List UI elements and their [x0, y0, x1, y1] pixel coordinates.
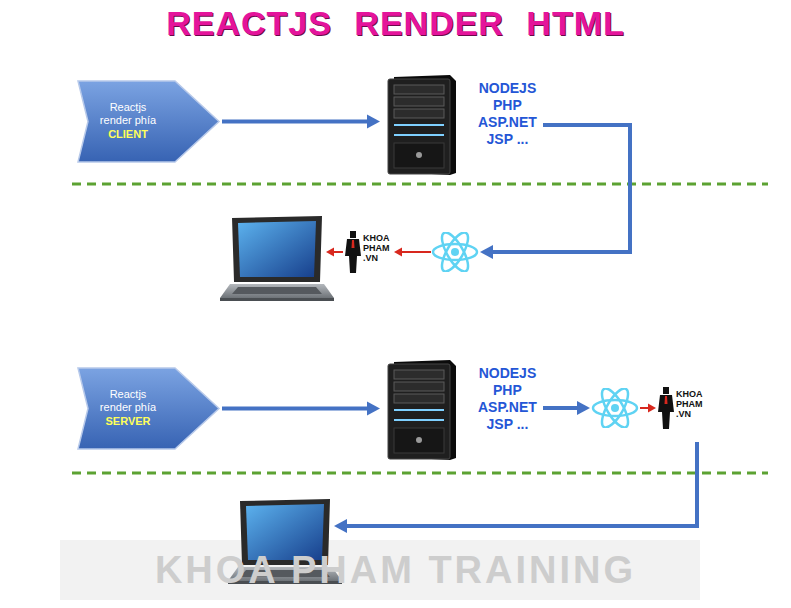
- brand-figure-body: [658, 387, 674, 429]
- arrow-keyword: CLIENT: [95, 127, 161, 142]
- tech-list-text: NODEJS PHP ASP.NET JSP ...: [478, 365, 537, 433]
- tech-list-text: NODEJS PHP ASP.NET JSP ...: [478, 80, 537, 148]
- brand-figure: [345, 231, 361, 273]
- status-light: [394, 409, 444, 411]
- brand-figure-body: [345, 231, 361, 273]
- red-arrow-line: [400, 251, 431, 253]
- delivery-arrow-head: [334, 519, 347, 533]
- server-vent: [394, 428, 444, 453]
- drive-bay: [394, 394, 444, 403]
- drive-bay: [394, 85, 444, 94]
- power-button: [416, 152, 422, 158]
- flow-connector: [222, 402, 380, 416]
- power-button: [416, 437, 422, 443]
- red-arrow-head: [326, 248, 334, 257]
- status-light: [394, 134, 444, 136]
- drive-bay: [394, 109, 444, 118]
- flow-connector: [543, 401, 590, 415]
- brand-text: KHOA PHAM .VN: [363, 233, 390, 263]
- connector-line: [222, 120, 370, 124]
- react-logo: [590, 388, 640, 428]
- arrow-caption: Reactjs render phía: [95, 388, 161, 414]
- server-front: [388, 79, 450, 174]
- status-light: [394, 419, 444, 421]
- render-side-arrow: Reactjs render phíaCLIENT: [75, 78, 222, 165]
- drive-bay: [394, 382, 444, 391]
- arrow-head: [480, 245, 493, 259]
- tech-list: NODEJS PHP ASP.NET JSP ...: [478, 365, 537, 433]
- server-box: NODEJS PHP ASP.NET JSP ...: [380, 360, 543, 460]
- brand-figure: [658, 387, 674, 429]
- render-side-arrow: Reactjs render phíaSERVER: [75, 365, 222, 452]
- connector-line: [222, 407, 370, 411]
- red-arrow-line: [333, 251, 343, 253]
- arrow-head: [577, 401, 590, 415]
- react-orbit: [437, 232, 473, 272]
- react-orbit: [437, 232, 473, 272]
- brand-logo-box: KHOA PHAM .VN: [590, 380, 707, 436]
- react-core: [451, 248, 459, 256]
- react-core: [611, 404, 619, 412]
- section-divider: [72, 183, 768, 186]
- watermark-text: KHOA PHAM TRAINING: [0, 547, 791, 593]
- react-orbit: [433, 244, 477, 260]
- brand-figure-tie: [665, 396, 668, 404]
- arrow-head: [367, 402, 380, 416]
- red-arrow-head: [648, 404, 656, 413]
- status-light: [394, 124, 444, 126]
- server-box: NODEJS PHP ASP.NET JSP ...: [380, 75, 543, 175]
- server-front: [388, 364, 450, 459]
- react-orbit: [593, 400, 637, 416]
- server-tower: [380, 360, 458, 460]
- brand-logo-box: KHOA PHAM .VN: [345, 224, 480, 280]
- brand-figure-tie: [352, 240, 355, 248]
- arrow-keyword: SERVER: [95, 414, 161, 429]
- drive-bay: [394, 97, 444, 106]
- red-arrow-head: [394, 248, 402, 257]
- arrow-body: [78, 368, 219, 449]
- brand-name: KHOA PHAM .VN: [676, 389, 703, 419]
- server-tower: [380, 75, 458, 175]
- brand-name: KHOA PHAM .VN: [363, 233, 390, 263]
- section-divider: [72, 472, 768, 475]
- tech-list: NODEJS PHP ASP.NET JSP ...: [478, 80, 537, 148]
- laptop-icon: [220, 216, 334, 301]
- react-logo: [430, 232, 480, 272]
- connector-line: [543, 406, 580, 410]
- react-orbit: [597, 388, 633, 428]
- drive-bay: [394, 370, 444, 379]
- arrow-head: [367, 115, 380, 129]
- react-orbit: [597, 388, 633, 428]
- server-vent: [394, 143, 444, 168]
- flow-connector: [222, 115, 380, 129]
- arrow-body: [78, 81, 219, 162]
- diagram-title: REACTJS RENDER HTML: [0, 3, 791, 43]
- arrow-caption: Reactjs render phía: [95, 101, 161, 127]
- brand-text: KHOA PHAM .VN: [676, 389, 703, 419]
